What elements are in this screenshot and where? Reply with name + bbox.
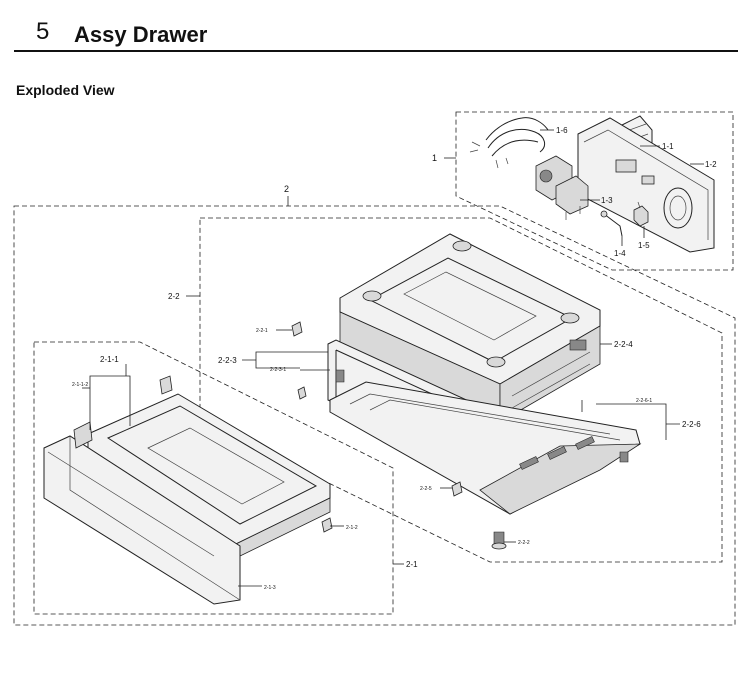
part-2-2-2-leveling-foot [335, 369, 629, 550]
callout-labels: 1 1-6 1-1 1-2 1-3 1-4 1-5 2 2-2 2-2-1 2-… [72, 126, 717, 591]
part-2-2-4-drawer-housing [339, 233, 601, 423]
callout-1: 1 [432, 153, 437, 163]
part-1-5-switch [633, 201, 649, 227]
boundary-assy-2-1 [33, 341, 394, 615]
part-2-2-1-clip [291, 321, 303, 337]
section-number: 5 [36, 18, 50, 45]
callout-2-2-2: 2-2-2 [518, 540, 530, 546]
callout-2-2-6: 2-2-6 [682, 420, 701, 429]
header-rule [14, 50, 738, 52]
callout-2-1-2: 2-1-2 [346, 525, 358, 531]
callout-1-1: 1-1 [662, 142, 674, 151]
callout-1-5: 1-5 [638, 241, 650, 250]
part-1-3-control-module [535, 155, 589, 220]
callout-2-1-3: 2-1-3 [264, 585, 276, 591]
part-2-1-1-2-bracket [73, 421, 93, 449]
callout-2-2-3: 2-2-3 [218, 356, 237, 365]
leader-lines [82, 129, 704, 587]
callout-1-6: 1-6 [556, 126, 568, 135]
callout-2-1: 2-1 [406, 560, 418, 569]
callout-2-1-1-2: 2-1-1-2 [72, 382, 88, 388]
callout-2-2: 2-2 [168, 292, 180, 301]
part-2-2-6-base-rails [329, 381, 642, 515]
callout-2-2-6-1: 2-2-6-1 [636, 398, 652, 404]
subtitle: Exploded View [16, 82, 115, 98]
callout-1-2: 1-2 [705, 160, 717, 169]
part-1-2-back-panel [577, 117, 715, 253]
callout-2-1-1: 2-1-1 [100, 355, 119, 364]
callout-2-2-3-1: 2-2-3-1 [270, 367, 286, 373]
part-2-1-3-front-panel [43, 435, 241, 605]
part-2-1-1-drawer-tray [87, 393, 331, 559]
page-header: 5 Assy Drawer [0, 0, 750, 60]
section-title: Assy Drawer [74, 22, 208, 47]
callout-2-2-5: 2-2-5 [420, 486, 432, 492]
callout-2-2-4: 2-2-4 [614, 340, 633, 349]
part-1-4-sensor [600, 210, 623, 237]
part-2-1-2-clip [159, 375, 333, 533]
part-1-6-wire-harness [469, 117, 549, 169]
boundary-assy-2 [13, 205, 736, 626]
part-2-2-5-clip [297, 386, 463, 497]
callout-1-3: 1-3 [601, 196, 613, 205]
callout-1-4: 1-4 [614, 249, 626, 258]
callout-2-2-1: 2-2-1 [256, 328, 268, 334]
callout-2: 2 [284, 184, 289, 194]
